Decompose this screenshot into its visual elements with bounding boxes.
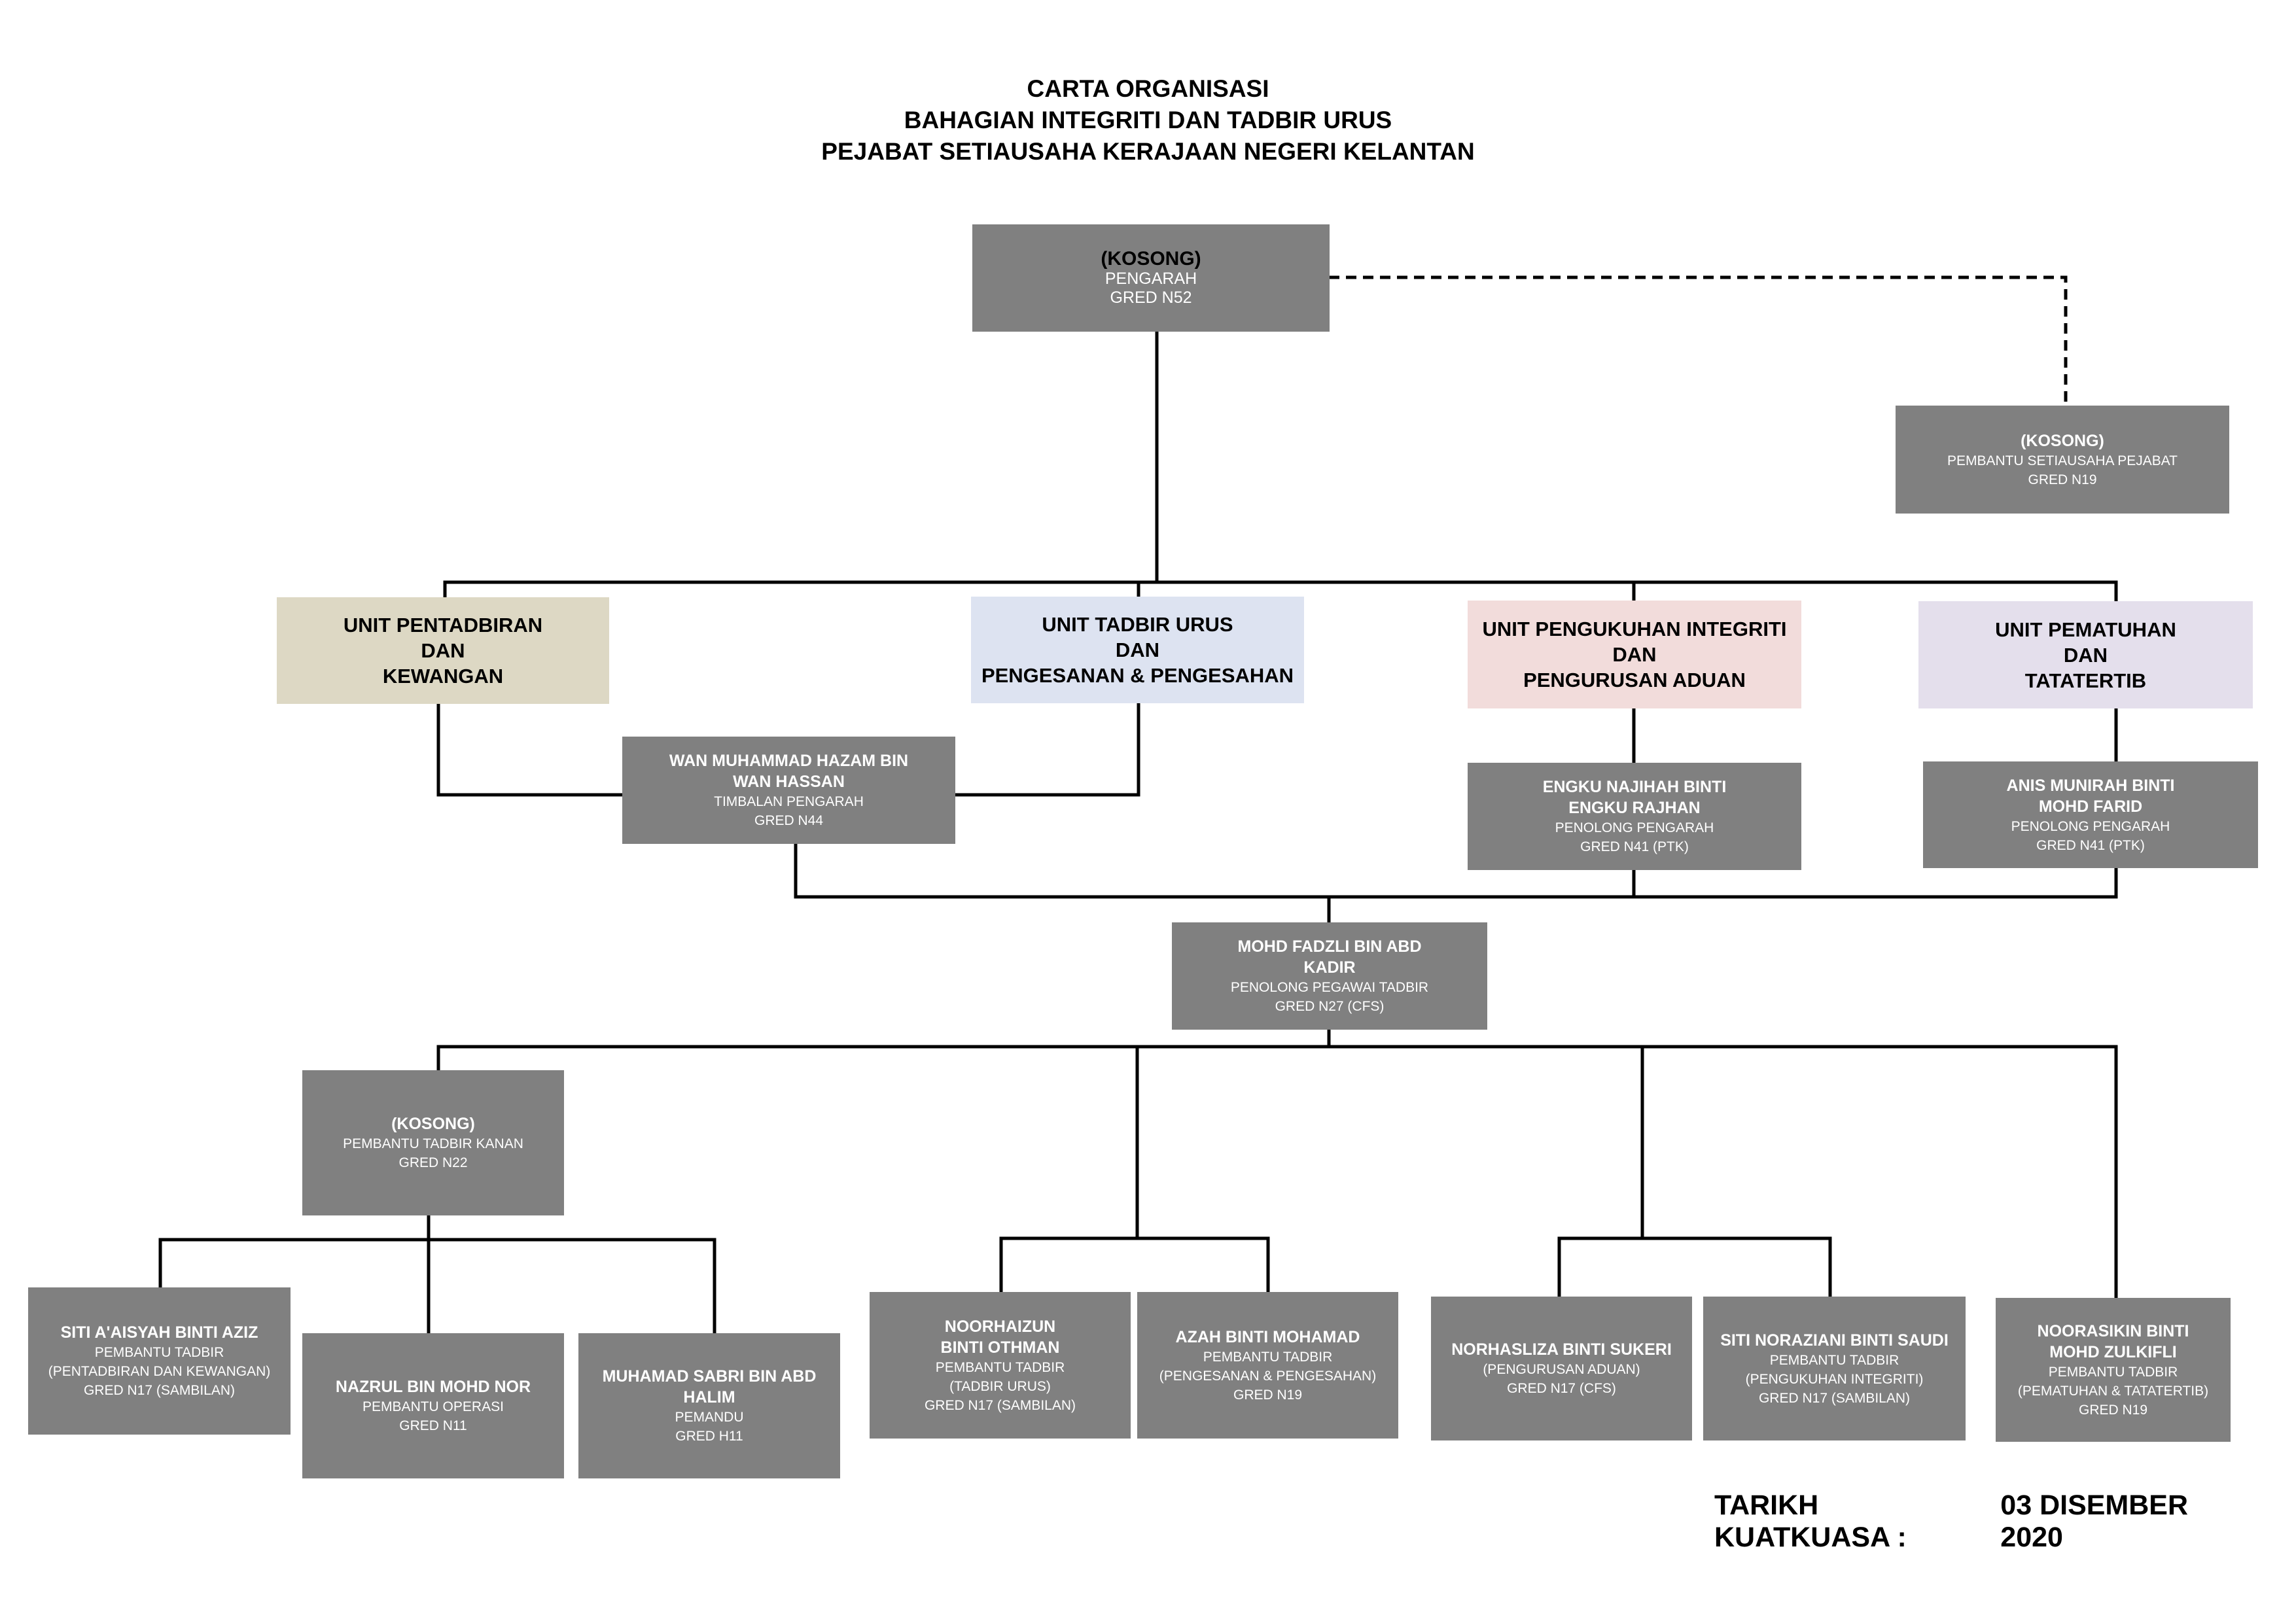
- staff-detail: PEMBANTU SETIAUSAHA PEJABAT: [1947, 453, 2178, 468]
- staff-name: AZAH BINTI MOHAMAD: [1175, 1327, 1360, 1346]
- timbalan-pengarah-box: WAN MUHAMMAD HAZAM BIN WAN HASSAN TIMBAL…: [622, 737, 955, 844]
- staff-detail: GRED N17 (SAMBILAN): [83, 1383, 236, 1398]
- title-line-3: PEJABAT SETIAUSAHA KERAJAAN NEGERI KELAN…: [821, 138, 1475, 165]
- azah-box: AZAH BINTI MOHAMAD PEMBANTU TADBIR (PENG…: [1137, 1292, 1398, 1439]
- staff-detail: (PEMATUHAN & TATATERTIB): [2017, 1383, 2209, 1399]
- staff-detail: (PENGESANAN & PENGESAHAN): [1159, 1368, 1377, 1384]
- staff-detail: PENOLONG PENGARAH: [1555, 820, 1714, 835]
- staff-detail: GRED H11: [675, 1429, 743, 1444]
- staff-name: NORHASLIZA BINTI SUKERI: [1451, 1340, 1672, 1359]
- chart-title: CARTA ORGANISASI BAHAGIAN INTEGRITI DAN …: [0, 73, 2296, 167]
- noraziani-box: SITI NORAZIANI BINTI SAUDI PEMBANTU TADB…: [1703, 1297, 1966, 1440]
- pembantu-tadbir-kanan-box: (KOSONG) PEMBANTU TADBIR KANAN GRED N22: [302, 1070, 564, 1215]
- staff-name: (KOSONG): [2021, 431, 2104, 450]
- staff-name: (KOSONG): [1101, 248, 1201, 270]
- staff-name: MUHAMAD SABRI BIN ABD HALIM: [602, 1367, 817, 1406]
- sabri-box: MUHAMAD SABRI BIN ABD HALIM PEMANDU GRED…: [578, 1333, 840, 1478]
- staff-detail: GRED N11: [399, 1418, 467, 1433]
- staff-detail: PEMBANTU TADBIR: [935, 1359, 1065, 1375]
- unit-pematuhan-box: UNIT PEMATUHAN DAN TATATERTIB: [1918, 601, 2253, 708]
- dashed-connector: [1329, 275, 2068, 406]
- staff-detail: GRED N52: [1110, 288, 1192, 307]
- title-line-1: CARTA ORGANISASI: [1027, 75, 1269, 102]
- unit-integriti-box: UNIT PENGUKUHAN INTEGRITI DAN PENGURUSAN…: [1468, 601, 1801, 708]
- unit-label-line: UNIT TADBIR URUS: [1042, 613, 1233, 636]
- staff-detail: GRED N19: [2078, 1402, 2148, 1418]
- effective-date-value: 03 DISEMBER 2020: [2000, 1490, 2189, 1553]
- staff-name: NOORASIKIN BINTI MOHD ZULKIFLI: [2037, 1321, 2189, 1361]
- unit-label-line: UNIT PENTADBIRAN: [343, 614, 543, 637]
- staff-name: NAZRUL BIN MOHD NOR: [335, 1378, 531, 1396]
- staff-detail: GRED N41 (PTK): [2036, 837, 2145, 853]
- staff-name: SITI A'AISYAH BINTI AZIZ: [60, 1323, 258, 1342]
- staff-detail: (PENTADBIRAN DAN KEWANGAN): [48, 1364, 271, 1379]
- staff-detail: PEMBANTU TADBIR KANAN: [343, 1136, 523, 1151]
- staff-detail: PENOLONG PEGAWAI TADBIR: [1230, 980, 1429, 995]
- unit-label-line: TATATERTIB: [2024, 669, 2147, 692]
- title-line-2: BAHAGIAN INTEGRITI DAN TADBIR URUS: [904, 107, 1392, 133]
- unit-label-line: UNIT PEMATUHAN: [1995, 618, 2176, 641]
- staff-detail: GRED N19: [2028, 472, 2097, 487]
- staff-detail: GRED N22: [398, 1155, 468, 1170]
- unit-pentadbiran-box: UNIT PENTADBIRAN DAN KEWANGAN: [277, 597, 609, 704]
- unit-label-line: KEWANGAN: [382, 665, 504, 688]
- staff-detail: PENOLONG PENGARAH: [2011, 818, 2170, 834]
- pembantu-setiausaha-box: (KOSONG) PEMBANTU SETIAUSAHA PEJABAT GRE…: [1896, 406, 2229, 514]
- staff-detail: PENGARAH: [1104, 270, 1197, 288]
- staff-detail: GRED N41 (PTK): [1580, 839, 1689, 854]
- noorhaizun-box: NOORHAIZUN BINTI OTHMAN PEMBANTU TADBIR …: [870, 1292, 1131, 1439]
- noorasikin-box: NOORASIKIN BINTI MOHD ZULKIFLI PEMBANTU …: [1996, 1298, 2231, 1442]
- staff-detail: PEMBANTU OPERASI: [362, 1399, 504, 1414]
- staff-detail: (PENGUKUHAN INTEGRITI): [1745, 1371, 1924, 1387]
- staff-detail: GRED N17 (CFS): [1507, 1381, 1616, 1396]
- unit-label-line: UNIT PENGUKUHAN INTEGRITI: [1482, 618, 1787, 640]
- staff-name: WAN MUHAMMAD HAZAM BIN WAN HASSAN: [669, 752, 909, 791]
- staff-detail: GRED N17 (SAMBILAN): [924, 1397, 1076, 1413]
- pengarah-box: (KOSONG) PENGARAH GRED N52: [972, 224, 1330, 332]
- unit-label-line: PENGURUSAN ADUAN: [1523, 669, 1746, 691]
- engku-box: ENGKU NAJIHAH BINTI ENGKU RAJHAN PENOLON…: [1468, 763, 1801, 870]
- unit-label-line: DAN: [1115, 638, 1160, 661]
- staff-detail: PEMBANTU TADBIR: [1769, 1352, 1899, 1368]
- staff-detail: GRED N17 (SAMBILAN): [1758, 1390, 1911, 1406]
- staff-detail: (TADBIR URUS): [949, 1378, 1051, 1394]
- staff-detail: PEMBANTU TADBIR: [94, 1345, 224, 1360]
- staff-detail: TIMBALAN PENGARAH: [714, 794, 864, 809]
- staff-detail: PEMBANTU TADBIR: [1203, 1349, 1333, 1365]
- staff-detail: PEMANDU: [675, 1410, 744, 1425]
- staff-detail: GRED N19: [1233, 1387, 1303, 1403]
- nazrul-box: NAZRUL BIN MOHD NOR PEMBANTU OPERASI GRE…: [302, 1333, 564, 1478]
- staff-detail: (PENGURUSAN ADUAN): [1483, 1362, 1640, 1377]
- connector: [952, 700, 1140, 797]
- staff-name: ANIS MUNIRAH BINTI MOHD FARID: [2006, 776, 2175, 816]
- unit-label-line: PENGESANAN & PENGESAHAN: [981, 664, 1294, 687]
- staff-detail: GRED N44: [754, 813, 824, 828]
- norhasliza-box: NORHASLIZA BINTI SUKERI (PENGURUSAN ADUA…: [1431, 1297, 1692, 1440]
- unit-label-line: DAN: [2063, 643, 2108, 667]
- staff-name: (KOSONG): [391, 1115, 475, 1133]
- unit-label-line: DAN: [421, 639, 465, 662]
- staff-name: SITI NORAZIANI BINTI SAUDI: [1720, 1331, 1949, 1350]
- effective-date: TARIKH KUATKUASA : 03 DISEMBER 2020: [1714, 1490, 2251, 1553]
- connector: [436, 700, 626, 797]
- staff-detail: GRED N27 (CFS): [1275, 999, 1385, 1014]
- anis-box: ANIS MUNIRAH BINTI MOHD FARID PENOLONG P…: [1923, 761, 2258, 868]
- effective-date-label: TARIKH KUATKUASA :: [1714, 1490, 1907, 1553]
- unit-label-line: DAN: [1612, 643, 1657, 666]
- staff-detail: PEMBANTU TADBIR: [2048, 1364, 2178, 1380]
- staff-name: ENGKU NAJIHAH BINTI ENGKU RAJHAN: [1542, 778, 1727, 817]
- fadzli-box: MOHD FADZLI BIN ABD KADIR PENOLONG PEGAW…: [1172, 922, 1487, 1030]
- staff-name: MOHD FADZLI BIN ABD KADIR: [1237, 937, 1422, 977]
- unit-tadbir-urus-box: UNIT TADBIR URUS DAN PENGESANAN & PENGES…: [971, 597, 1304, 703]
- aisyah-box: SITI A'AISYAH BINTI AZIZ PEMBANTU TADBIR…: [28, 1287, 291, 1435]
- staff-name: NOORHAIZUN BINTI OTHMAN: [940, 1317, 1060, 1357]
